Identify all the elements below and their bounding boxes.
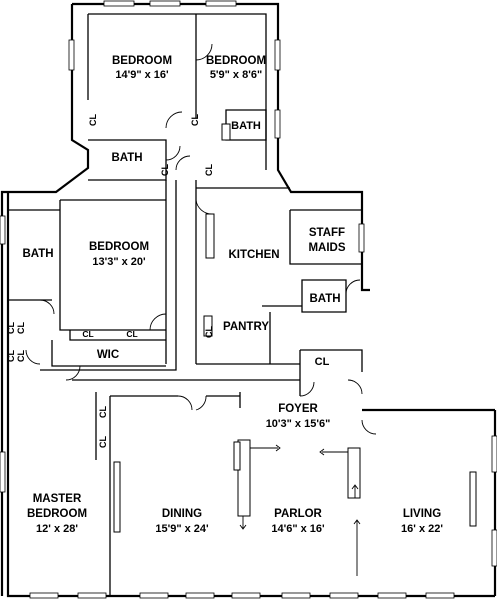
dining-dims: 15'9" x 24' [155, 523, 209, 535]
cl-master-2: CL [98, 436, 108, 448]
cl-left-1: CL [6, 322, 16, 334]
cl-bath-2: CL [204, 164, 214, 176]
bedroom-left-dims: 14'9" x 16' [115, 69, 169, 81]
cl-pantry: CL [204, 326, 214, 338]
staff-name-1: STAFF [309, 227, 345, 239]
living-dims: 16' x 22' [401, 523, 443, 535]
cl-mid-1: CL [82, 329, 93, 339]
dining-name: DINING [162, 508, 202, 520]
bath-left-name: BATH [22, 248, 53, 260]
fixtures [113, 123, 477, 576]
parlor-dims: 14'6" x 16' [271, 523, 325, 535]
cl-left-4: CL [16, 350, 26, 362]
living-name: LIVING [403, 508, 441, 520]
bedroom-left-name: BEDROOM [112, 55, 172, 67]
foyer-dims: 10'3" x 15'6" [266, 418, 331, 430]
staff-bath-name: BATH [309, 293, 340, 305]
door-swings [25, 43, 377, 435]
bedroom-right-dims: 5'9" x 8'6" [210, 69, 262, 81]
pantry-name: PANTRY [223, 321, 269, 333]
kitchen-name: KITCHEN [228, 249, 279, 261]
bedroom-mid-name: BEDROOM [89, 241, 149, 253]
cl-left-2: CL [16, 322, 26, 334]
staff-name-2: MAIDS [308, 242, 345, 254]
room-labels: BEDROOM 14'9" x 16' BEDROOM 5'9" x 8'6" … [22, 55, 443, 535]
cl-left-3: CL [6, 350, 16, 362]
master-name-2: BEDROOM [27, 508, 87, 520]
wic-name: WIC [97, 349, 119, 361]
cl-bath-1: CL [160, 164, 170, 176]
master-name-1: MASTER [33, 493, 82, 505]
cl-bed-right: CL [190, 114, 200, 126]
cl-master-1: CL [98, 406, 108, 418]
master-dims: 12' x 28' [36, 523, 78, 535]
bath-upper-name: BATH [111, 152, 142, 164]
foyer-name: FOYER [278, 403, 318, 415]
cl-foyer: CL [315, 356, 330, 368]
bedroom-mid-dims: 13'3" x 20' [92, 256, 146, 268]
cl-bed-left: CL [88, 114, 98, 126]
cl-mid-2: CL [126, 329, 137, 339]
bath-upper-right-name: BATH [231, 120, 261, 132]
parlor-name: PARLOR [274, 508, 322, 520]
bedroom-right-name: BEDROOM [206, 55, 266, 67]
interior-walls [8, 13, 363, 596]
closet-labels: CL CL CL CL CL CL CL CL CL CL CL CL CL C… [6, 114, 330, 448]
